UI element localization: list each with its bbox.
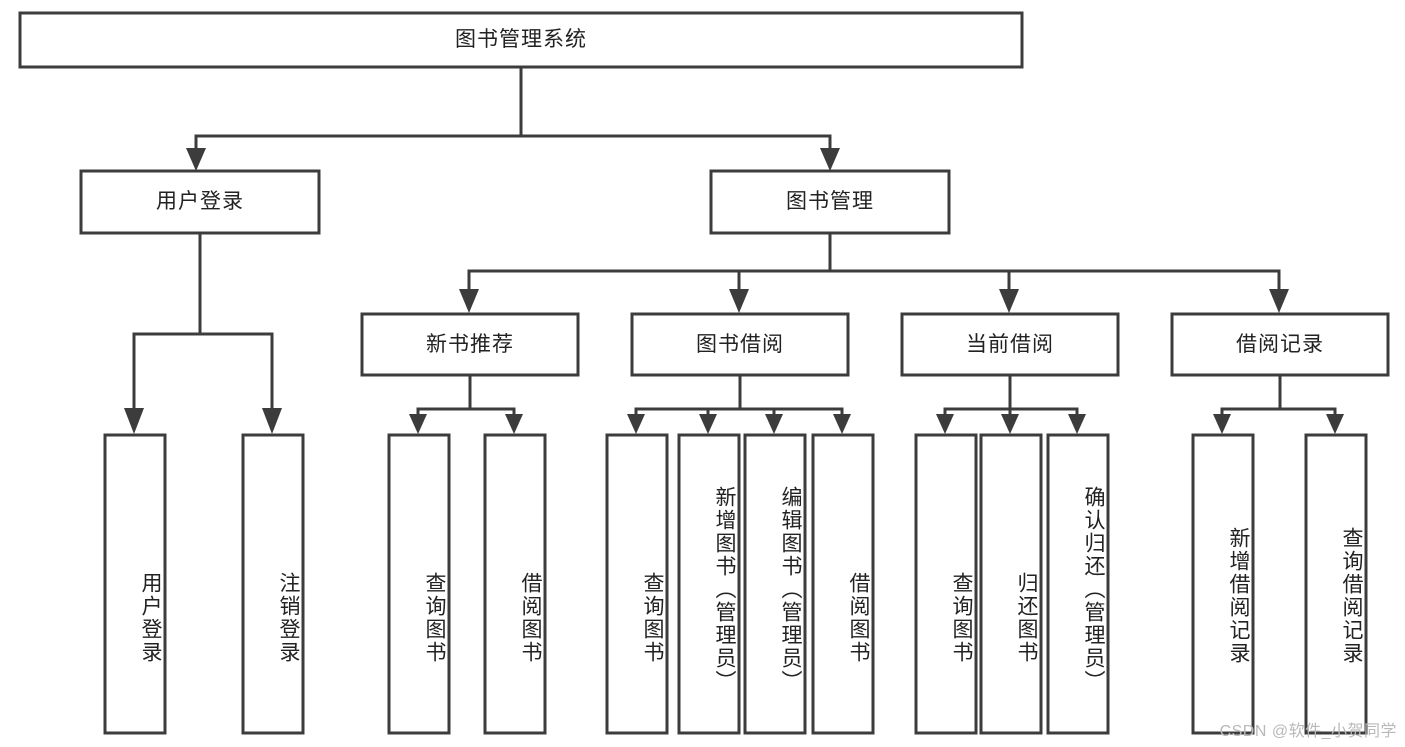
arrow-head-leaf-borrow-book-2 [833, 414, 851, 434]
node-leaf-add-book-box[interactable] [677, 433, 741, 735]
node-current-borrow-box[interactable] [900, 312, 1120, 377]
arrow-head-borrow-record [1269, 289, 1289, 313]
node-leaf-query-record-box[interactable] [1304, 433, 1368, 735]
arrow-head-leaf-add-record [1213, 414, 1231, 434]
node-book-management-box[interactable] [709, 169, 951, 235]
node-borrow-record-box[interactable] [1170, 312, 1390, 377]
arrow-head-leaf-query-record [1326, 414, 1344, 434]
arrow-head-user-login [186, 148, 206, 171]
node-new-book-recommend-box[interactable] [360, 312, 580, 377]
arrow-head-book-management [820, 148, 840, 171]
arrow-head-leaf-edit-book [765, 414, 783, 434]
arrow-head-leaf-user-login [124, 408, 144, 434]
arrow-head-leaf-borrow-book-1 [505, 414, 523, 434]
node-leaf-confirm-return-box[interactable] [1046, 433, 1110, 735]
arrow-head-leaf-add-book [699, 414, 717, 434]
node-leaf-query-book-2-box[interactable] [605, 433, 669, 735]
watermark-text: CSDN @软件_小贺同学 [1219, 723, 1397, 740]
arrow-head-leaf-query-book-2 [627, 414, 645, 434]
arrow-head-leaf-logout-login [262, 408, 282, 434]
node-leaf-query-book-1-box[interactable] [387, 433, 451, 735]
node-leaf-borrow-book-2-box[interactable] [811, 433, 875, 735]
node-book-borrow-box[interactable] [630, 312, 850, 377]
node-leaf-logout-login-box[interactable] [241, 433, 305, 735]
node-user-login-box[interactable] [79, 169, 321, 235]
node-leaf-query-book-3-box[interactable] [914, 433, 978, 735]
node-root-box[interactable] [18, 11, 1024, 69]
node-leaf-user-login-box[interactable] [103, 433, 167, 735]
node-leaf-return-book-box[interactable] [979, 433, 1043, 735]
arrow-head-new-book-recommend [459, 289, 479, 313]
node-leaf-add-record-box[interactable] [1191, 433, 1255, 735]
arrow-head-leaf-query-book-1 [409, 414, 427, 434]
arrow-head-leaf-confirm-return [1068, 414, 1086, 434]
node-leaf-borrow-book-1-box[interactable] [483, 433, 547, 735]
arrow-head-leaf-query-book-3 [936, 414, 954, 434]
arrow-head-book-borrow [729, 289, 749, 313]
arrow-head-current-borrow [999, 289, 1019, 313]
arrow-head-leaf-return-book [1001, 414, 1019, 434]
node-leaf-edit-book-box[interactable] [743, 433, 807, 735]
